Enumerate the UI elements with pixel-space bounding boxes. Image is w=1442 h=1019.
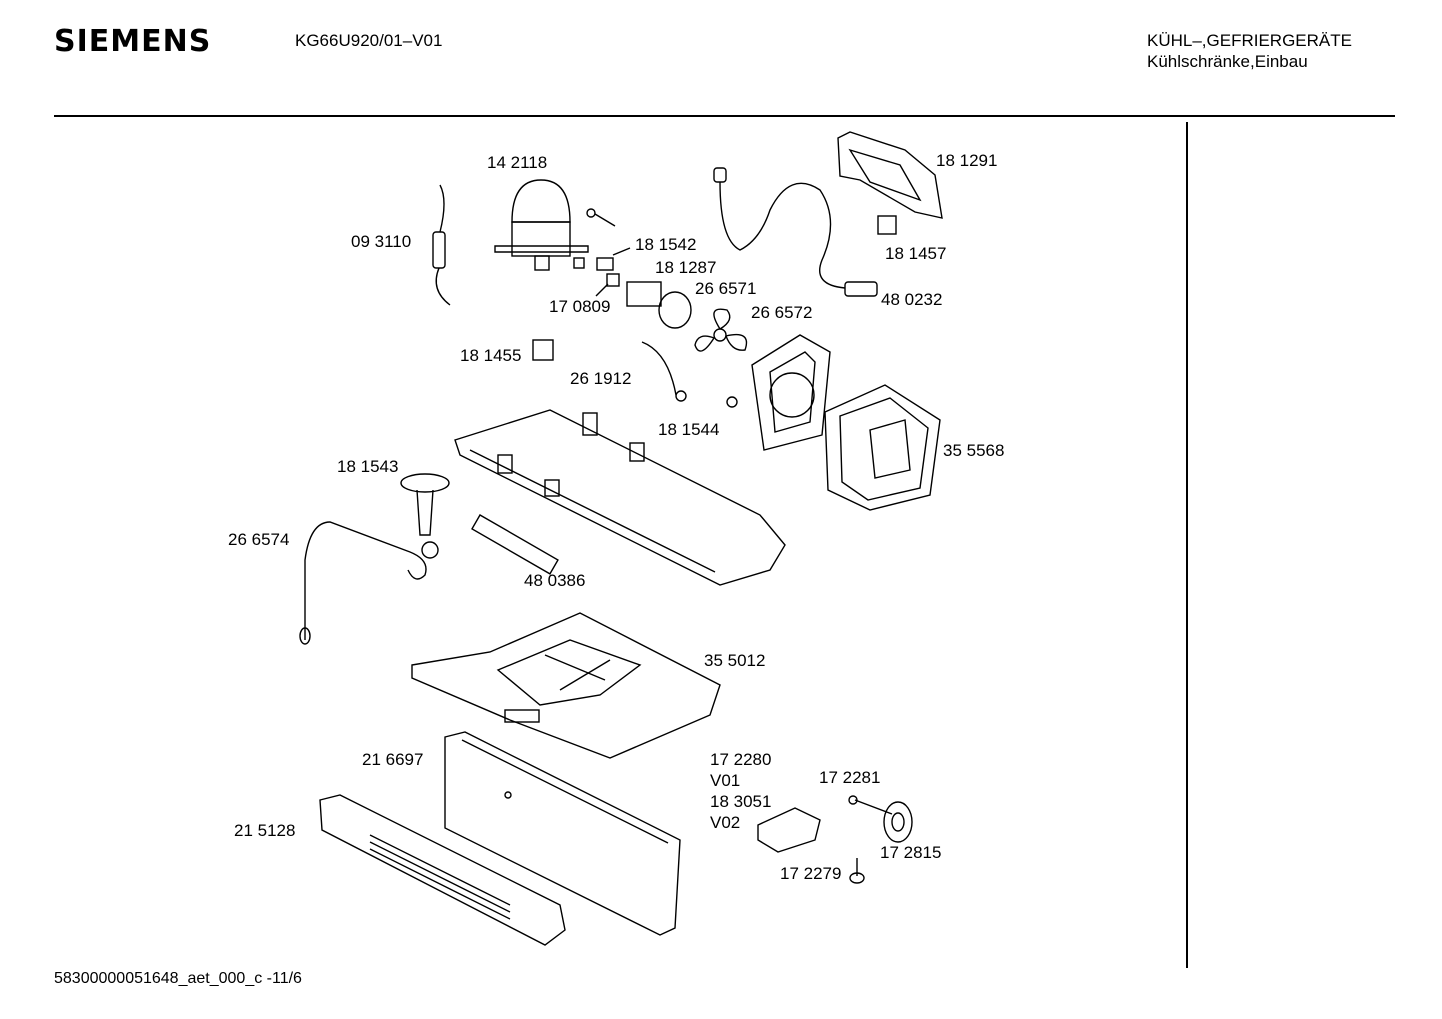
brand-logo: SIEMENS — [54, 24, 212, 59]
document-code: 58300000051648_aet_000_c -11/6 — [54, 970, 302, 987]
front-panel-drawing — [444, 731, 681, 936]
drip-tray-drawing — [411, 612, 721, 759]
part-label-172281[interactable]: 17 2281 — [819, 768, 881, 787]
part-label-181457[interactable]: 18 1457 — [885, 244, 947, 263]
lamp-holder-drawing — [757, 807, 821, 853]
compressor-drawing — [494, 179, 616, 271]
part-label-172280[interactable]: 17 2280 — [710, 750, 772, 769]
part-label-170809[interactable]: 17 0809 — [549, 297, 611, 316]
fan-shroud-frame-drawing — [751, 334, 831, 451]
fan-blade-drawing — [694, 308, 748, 352]
relay-clip-drawing — [596, 257, 614, 271]
part-label-266574[interactable]: 26 6574 — [228, 530, 290, 549]
motor-bracket-strap-drawing — [641, 341, 677, 396]
part-label-181455[interactable]: 18 1455 — [460, 346, 522, 365]
capillary-tube-drawing — [432, 184, 451, 306]
lamp-switch-drawing — [877, 215, 897, 235]
part-label-142118[interactable]: 14 2118 — [487, 153, 548, 172]
part-label-172815[interactable]: 17 2815 — [880, 843, 942, 862]
part-label-181542[interactable]: 18 1542 — [635, 235, 697, 254]
part-label-355012[interactable]: 35 5012 — [704, 651, 766, 670]
part-label-181544[interactable]: 18 1544 — [658, 420, 720, 439]
drain-hose-drawing — [304, 521, 427, 640]
power-cable-drawing — [713, 167, 878, 297]
part-label-266571[interactable]: 26 6571 — [695, 279, 757, 298]
lamp-housing-drawing — [837, 131, 943, 219]
drain-funnel-drawing — [400, 473, 450, 536]
part-label-261912[interactable]: 26 1912 — [570, 369, 632, 388]
fan-nut-drawing — [726, 396, 738, 408]
part-label-172279[interactable]: 17 2279 — [780, 864, 842, 883]
header-divider — [54, 115, 1395, 117]
lamp-bulb-drawing — [883, 801, 913, 843]
part-label-216697[interactable]: 21 6697 — [362, 750, 424, 769]
grommet-drawing — [573, 257, 585, 269]
fan-motor-bracket-drawing — [626, 281, 662, 307]
relay-drawing — [606, 273, 620, 287]
category-subtitle: Kühlschränke,Einbau — [1147, 52, 1308, 71]
category-title: KÜHL–,GEFRIERGERÄTE — [1147, 31, 1352, 50]
side-divider — [1186, 122, 1188, 968]
part-label-355568[interactable]: 35 5568 — [943, 441, 1005, 460]
part-label-v02[interactable]: V02 — [710, 813, 741, 832]
part-label-093110[interactable]: 09 3110 — [351, 232, 412, 251]
part-label-480232[interactable]: 48 0232 — [881, 290, 943, 309]
model-number: KG66U920/01–V01 — [295, 31, 443, 50]
part-label-480386[interactable]: 48 0386 — [524, 571, 586, 590]
evaporator-drawing — [824, 384, 941, 511]
capacitor-drawing — [532, 339, 554, 361]
part-label-181543[interactable]: 18 1543 — [337, 457, 399, 476]
part-label-183051[interactable]: 18 3051 — [710, 792, 772, 811]
fan-motor-drawing — [658, 291, 692, 329]
channel-profile-drawing — [471, 514, 559, 575]
part-label-181291[interactable]: 18 1291 — [936, 151, 998, 170]
part-label-181287[interactable]: 18 1287 — [655, 258, 717, 277]
ventilation-grille-drawing — [319, 794, 566, 946]
air-duct-cover-drawing — [454, 409, 786, 586]
part-label-266572[interactable]: 26 6572 — [751, 303, 813, 322]
part-label-v01[interactable]: V01 — [710, 771, 741, 790]
part-label-215128[interactable]: 21 5128 — [234, 821, 296, 840]
